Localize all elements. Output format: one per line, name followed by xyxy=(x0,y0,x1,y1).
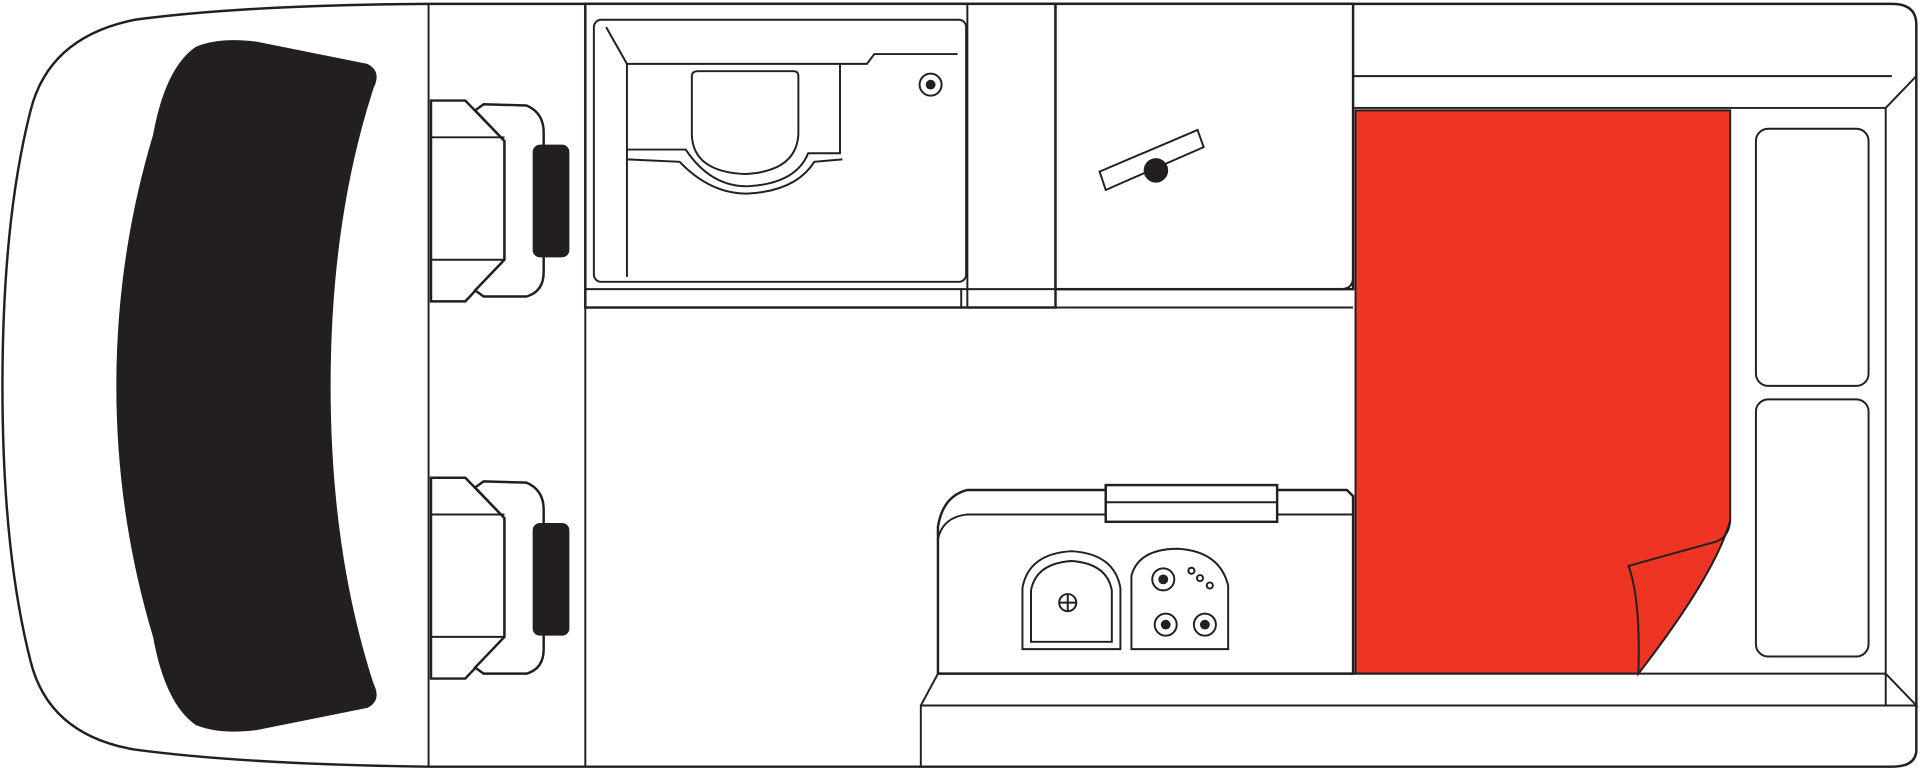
shower-drain-icon xyxy=(918,72,943,97)
knob-icons xyxy=(1187,566,1214,590)
bathroom xyxy=(584,2,1354,309)
burner-icon xyxy=(1192,612,1217,637)
toilet xyxy=(690,70,800,176)
rear-step xyxy=(919,672,1919,767)
armrest xyxy=(532,523,570,636)
burner-icon xyxy=(1151,567,1176,592)
table xyxy=(1098,128,1205,192)
sink xyxy=(1021,550,1122,651)
stove xyxy=(1130,547,1230,651)
bed-fold-corner xyxy=(1627,520,1732,677)
windshield xyxy=(116,40,377,732)
cushion xyxy=(1754,127,1870,387)
kitchen xyxy=(936,483,1355,675)
table-area xyxy=(1054,2,1355,291)
table-leg xyxy=(1143,158,1169,183)
burner-icon xyxy=(1153,612,1178,637)
driver-seat xyxy=(429,99,570,303)
passenger-seat xyxy=(429,476,570,680)
armrest xyxy=(532,144,570,258)
bed xyxy=(1354,109,1870,677)
cushion xyxy=(1754,398,1870,658)
